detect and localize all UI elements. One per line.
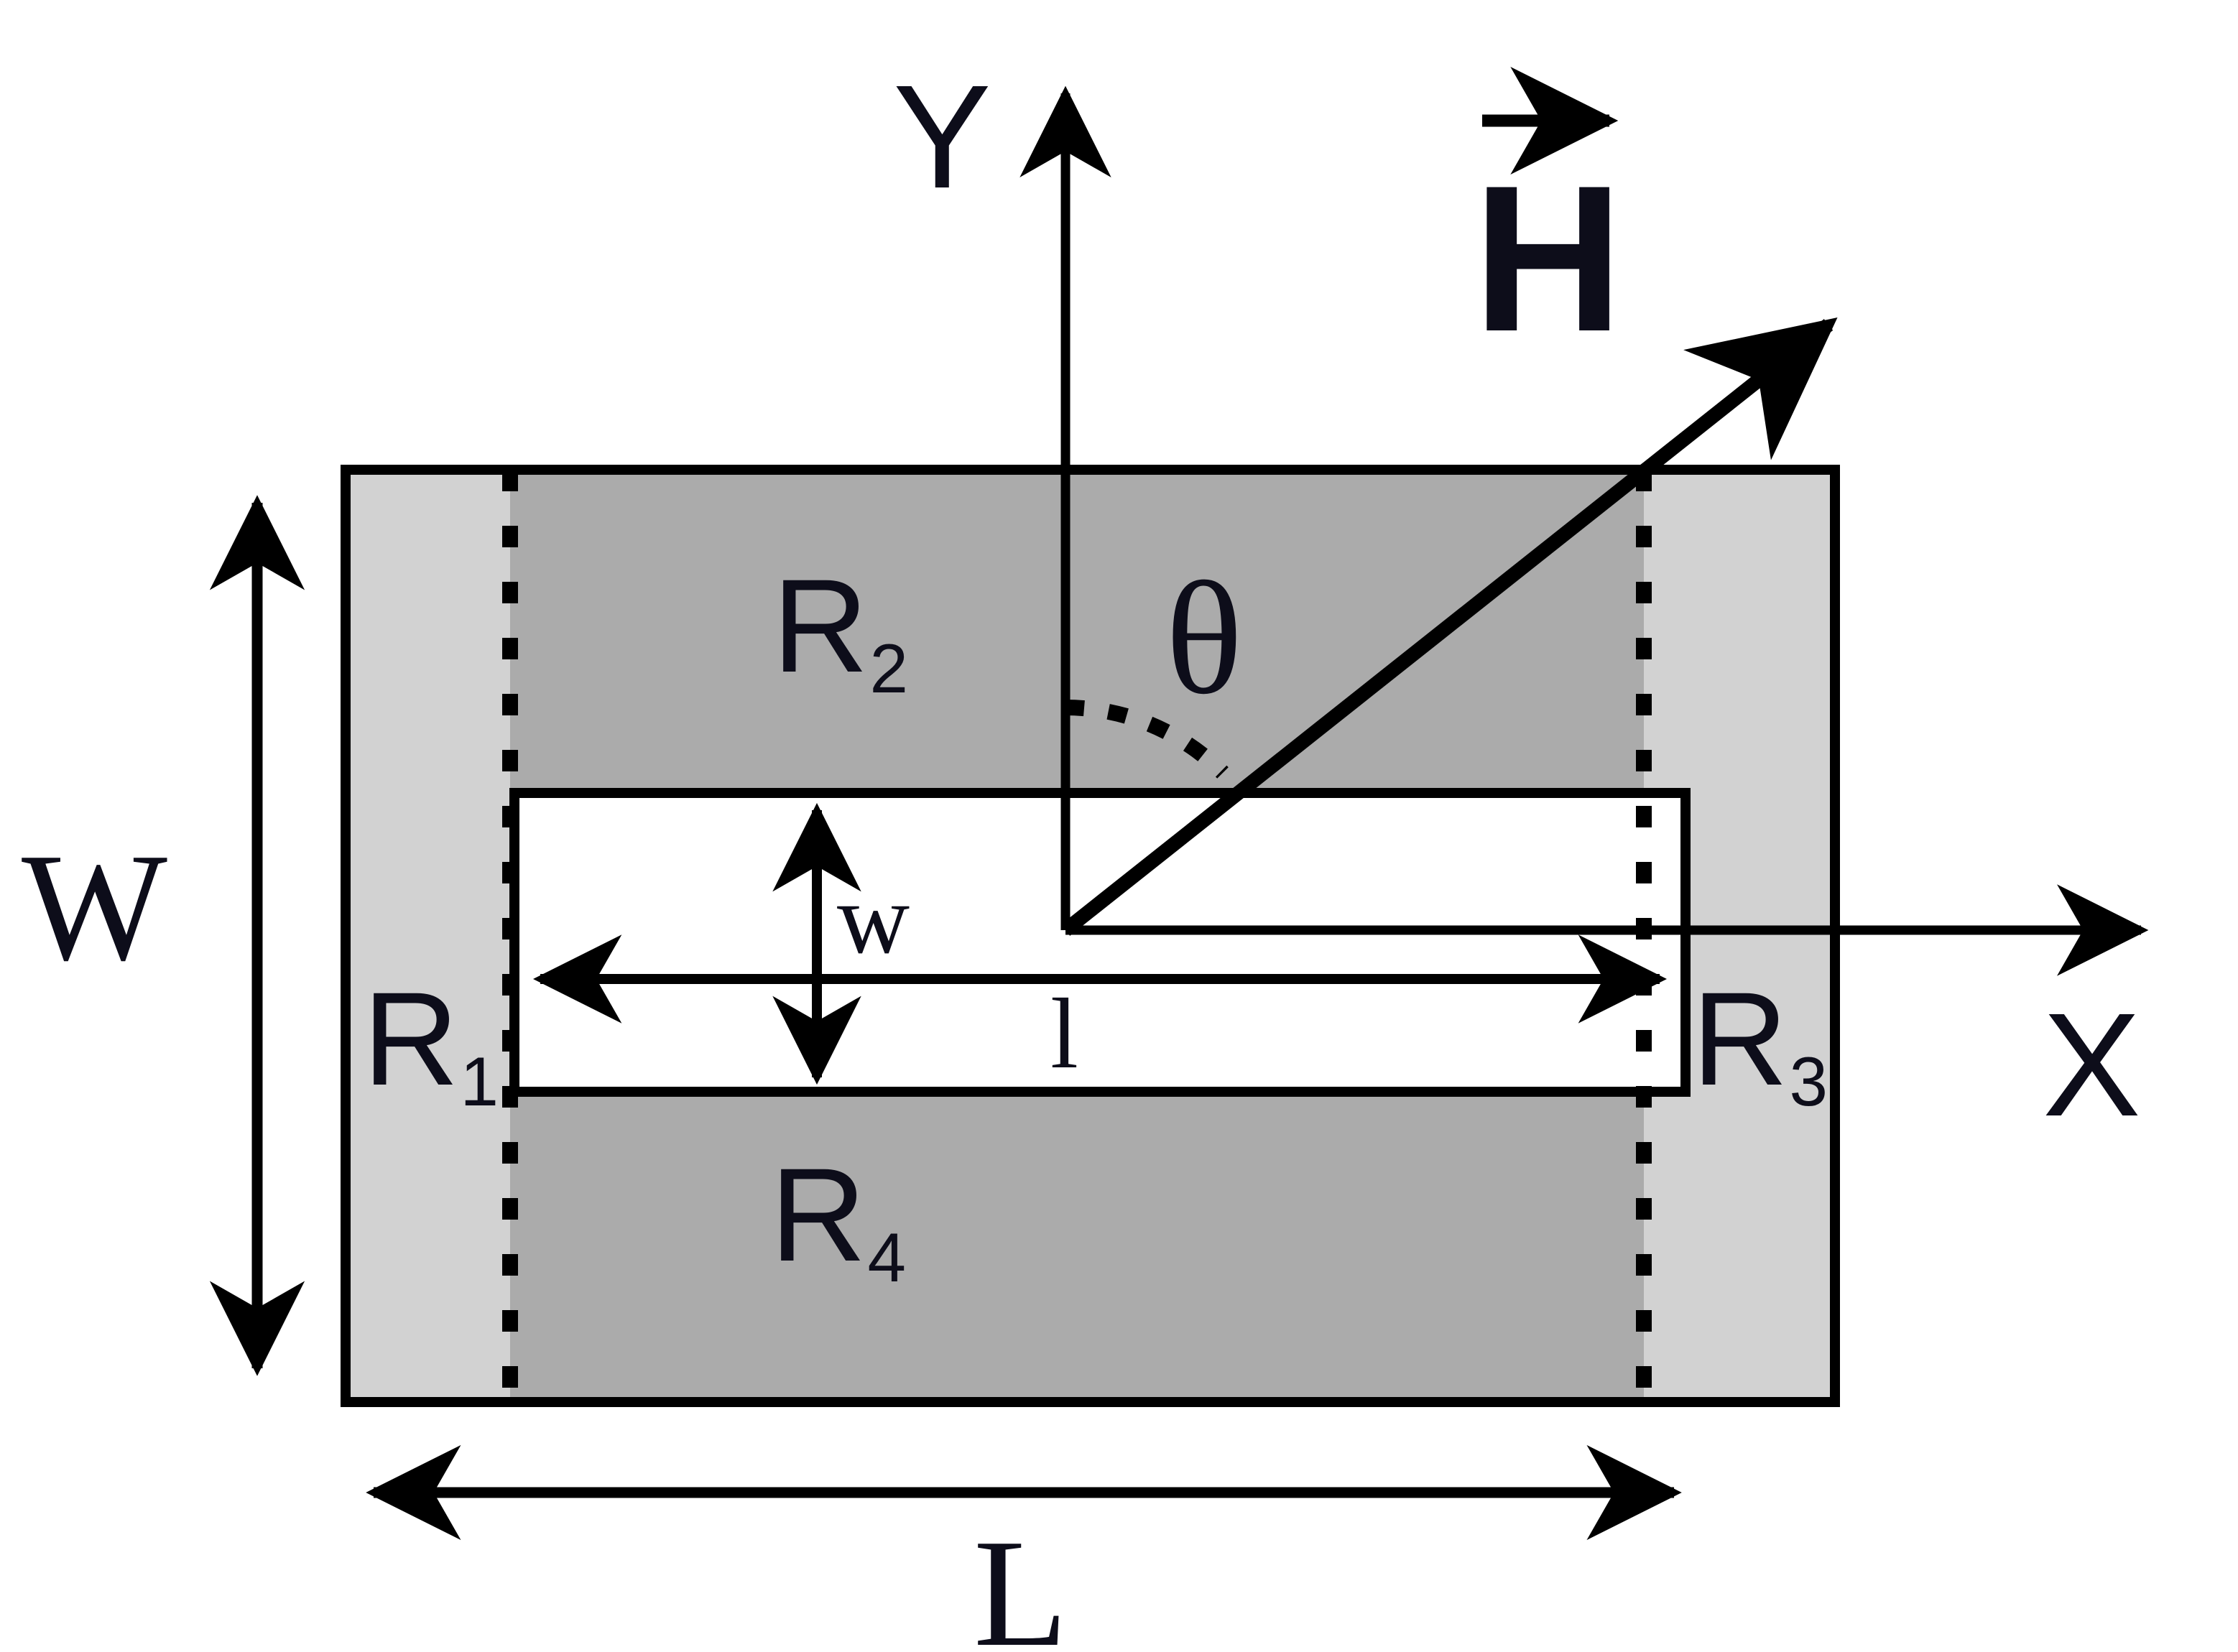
region-label-R3: R3 — [1692, 965, 1828, 1120]
dimension-label-l: l — [1050, 978, 1078, 1090]
region-label-R4: R4 — [770, 1141, 907, 1296]
field-vector-H-line — [1060, 317, 1838, 936]
inner-slot-outline — [509, 788, 1691, 1097]
field-symbol-H: H — [1473, 142, 1624, 375]
axis-label-Y: Y — [893, 55, 991, 219]
dimension-label-W: W — [22, 821, 167, 993]
dimension-label-w: w — [837, 863, 910, 975]
region-label-R2: R2 — [772, 552, 909, 707]
region-label-R1: R1 — [363, 965, 499, 1120]
axis-label-X: X — [2043, 983, 2141, 1147]
dimension-label-L: L — [974, 1507, 1068, 1652]
angle-label-theta: θ — [1165, 548, 1243, 728]
inner-slot-fill — [514, 793, 1686, 1092]
angle-theta-arc — [1065, 700, 1229, 779]
outer-rectangle-outline — [341, 465, 1840, 1407]
